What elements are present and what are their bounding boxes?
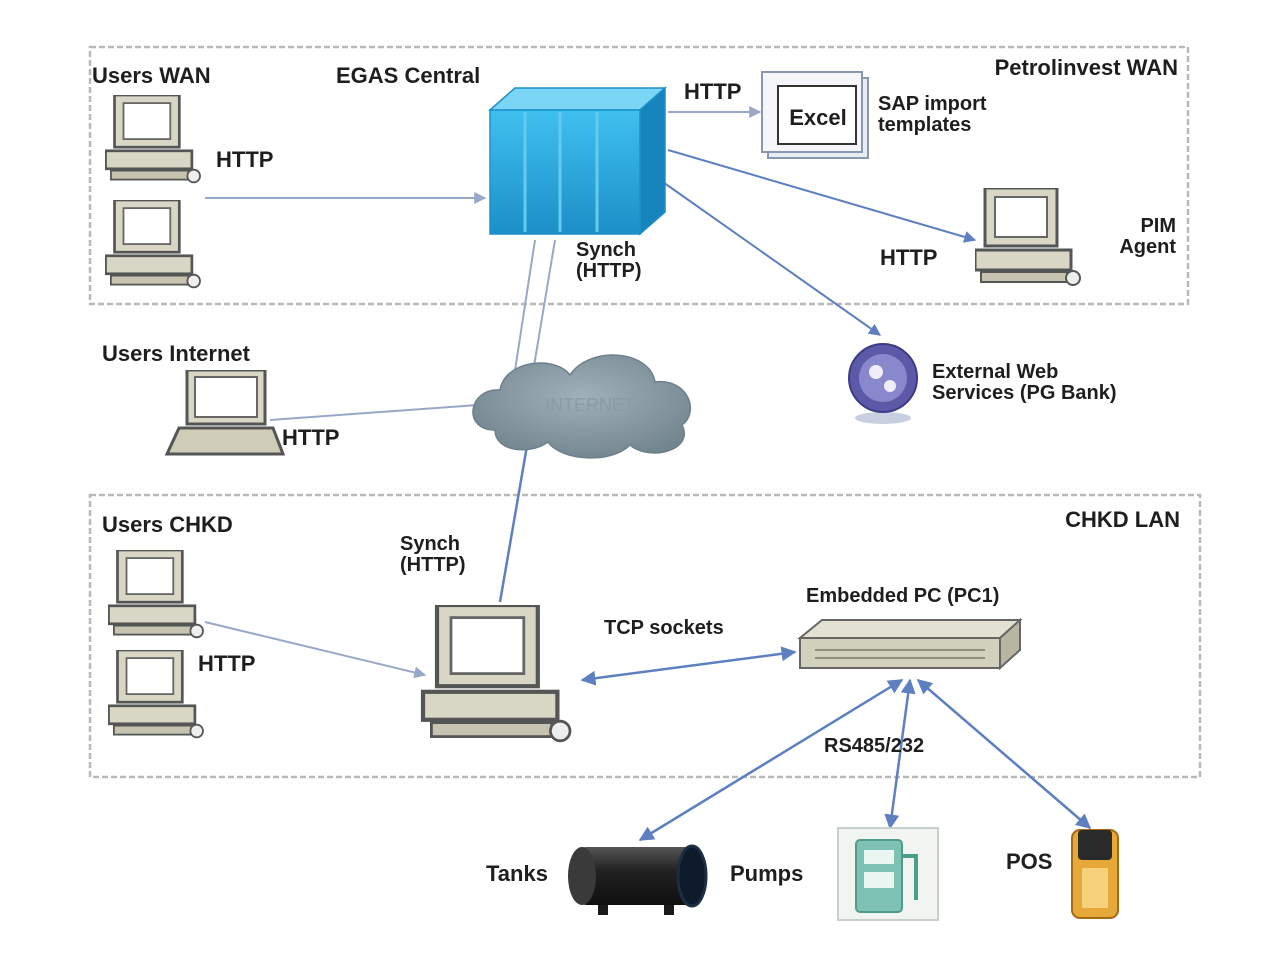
link-users-chkd-to-server (204, 621, 427, 679)
users-internet-laptop-icon (165, 370, 285, 456)
chkd-server-computer-icon (423, 605, 570, 741)
node-label-internet: INTERNET (545, 395, 635, 415)
link-pc1-to-pumps (884, 678, 916, 830)
link-laptop-to-internet (269, 404, 479, 421)
zone-label-petrolinvest-wan: Petrolinvest WAN (994, 55, 1178, 80)
link-tcp-sockets (580, 646, 797, 686)
link-label-tcp-sockets: TCP sockets (604, 617, 724, 639)
pos-terminal-icon (1071, 829, 1119, 919)
embedded-pc-icon (797, 617, 1023, 671)
zone-label-users-internet: Users Internet (102, 341, 250, 366)
link-label-http-pim: HTTP (880, 245, 938, 270)
node-label-external-ws: External Web Services (PG Bank) (932, 361, 1117, 404)
external-web-services-icon (848, 343, 918, 424)
internet-cloud-icon (472, 354, 692, 459)
pump-icon (837, 827, 939, 921)
node-label-excel: Excel (789, 105, 847, 130)
link-synch-top-a (511, 239, 536, 391)
node-label-pumps: Pumps (730, 861, 804, 886)
link-label-synch-chkd: Synch (HTTP) (400, 533, 466, 576)
zone-label-chkd-lan: CHKD LAN (1065, 507, 1180, 532)
link-label-http-internet: HTTP (282, 425, 340, 450)
link-egas-to-external-ws (659, 179, 881, 336)
pim-agent-computer-icon (975, 188, 1082, 287)
node-label-tanks: Tanks (486, 861, 548, 886)
link-pc1-to-tanks (638, 678, 904, 842)
zone-petrolinvest-wan (88, 45, 1190, 306)
users-wan-computer-icon (105, 95, 202, 184)
node-label-sap-templates: SAP import templates (878, 93, 987, 136)
node-label-egas-central: EGAS Central (336, 63, 481, 88)
node-label-pos: POS (1006, 849, 1053, 874)
excel-template-icon (761, 71, 869, 159)
link-label-http-users-wan: HTTP (216, 147, 274, 172)
users-chkd-computer-icon (108, 550, 205, 639)
egas-central-server-icon (488, 86, 667, 236)
users-wan-computer-icon (105, 200, 202, 289)
zone-label-users-chkd: Users CHKD (102, 512, 233, 537)
zone-label-users-wan: Users WAN (92, 63, 211, 88)
link-label-synch-top: Synch (HTTP) (576, 239, 642, 282)
link-label-http-chkd: HTTP (198, 651, 256, 676)
links (204, 106, 1092, 842)
node-label-pim-agent: PIM Agent (1119, 215, 1176, 258)
users-chkd-computer-icon (108, 650, 205, 739)
link-egas-to-pim (667, 149, 977, 243)
node-label-embedded-pc: Embedded PC (PC1) (806, 585, 1000, 607)
link-label-rs485: RS485/232 (824, 735, 925, 757)
tank-icon (568, 844, 708, 915)
link-pc1-to-pos (916, 679, 1092, 829)
link-internet-to-chkd-server (498, 439, 530, 603)
link-label-http-excel: HTTP (684, 79, 742, 104)
